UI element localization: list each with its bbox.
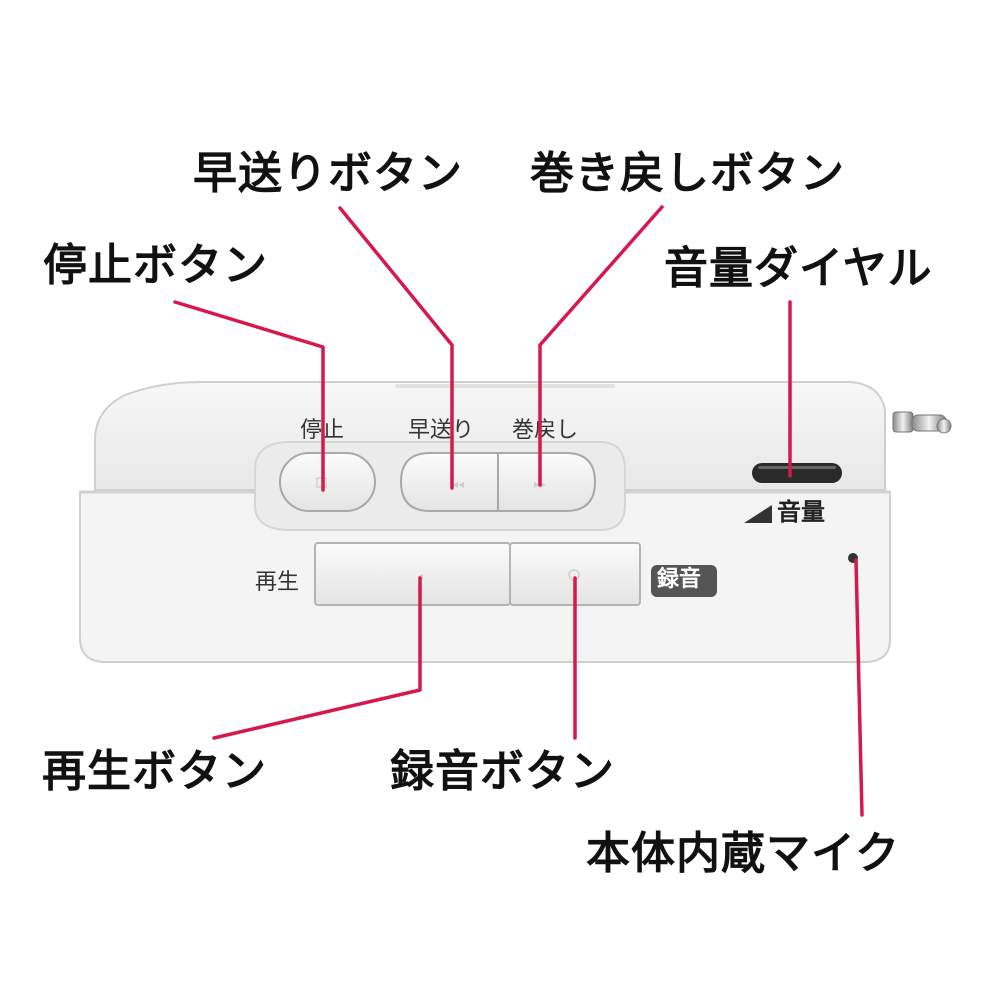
svg-text:◂: ◂	[417, 569, 423, 583]
svg-text:◂◂: ◂◂	[452, 477, 464, 491]
play-button-callout: 再生ボタン	[42, 746, 267, 797]
record-label-badge	[651, 565, 717, 597]
rewind-button-callout: 巻き戻しボタン	[530, 148, 845, 199]
fast-forward-leader-line	[338, 206, 454, 490]
record-device-label: 録音	[657, 567, 702, 592]
volume-dial[interactable]	[752, 463, 842, 483]
record-button-callout: 録音ボタン	[390, 746, 615, 797]
rewind-button[interactable]: ▸▸	[497, 452, 597, 512]
mic-callout: 本体内蔵マイク	[586, 828, 901, 879]
play-device-label: 再生	[255, 570, 300, 595]
fast-forward-device-label: 早送り	[408, 418, 475, 443]
stop-leader-line	[173, 300, 325, 492]
stop-button-callout: 停止ボタン	[43, 240, 268, 291]
antenna	[892, 411, 952, 434]
stop-button[interactable]	[279, 452, 376, 512]
play-leader-line	[212, 576, 422, 740]
volume-device-label: 音量	[777, 498, 825, 526]
volume-ramp-icon	[744, 505, 772, 523]
fast-forward-button-callout: 早送りボタン	[193, 148, 463, 199]
fast-forward-button[interactable]: ◂◂	[399, 452, 499, 512]
mic-leader-line	[854, 558, 864, 817]
rewind-device-label: 巻戻し	[512, 418, 579, 443]
rewind-leader-line	[538, 205, 664, 487]
volume-dial-callout: 音量ダイヤル	[664, 243, 933, 294]
